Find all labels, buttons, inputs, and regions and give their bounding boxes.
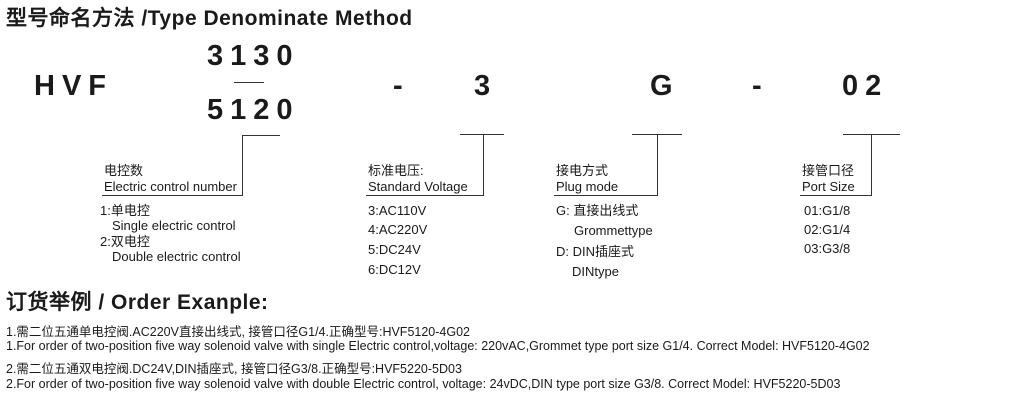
control-option-desc: Double electric control: [112, 249, 241, 264]
page-title: 型号命名方法 /Type Denominate Method: [6, 7, 413, 30]
connector-line: [554, 195, 658, 196]
connector-line: [242, 135, 280, 136]
port-option: 02:G1/4: [804, 222, 851, 237]
voltage-title-cn: 标准电压:: [368, 163, 424, 178]
port-code: 02: [842, 70, 889, 102]
voltage-option: 6:DC12V: [368, 262, 421, 277]
voltage-title-en: Standard Voltage: [368, 179, 468, 194]
connector-line: [102, 195, 243, 196]
voltage-code: 3: [474, 70, 498, 102]
model-prefix: HVF: [34, 70, 113, 102]
separator-dash: -: [752, 70, 769, 102]
control-option-desc: Single electric control: [112, 218, 236, 233]
plug-option: D: DIN插座式: [556, 244, 635, 259]
port-option: 01:G1/8: [804, 203, 851, 218]
plug-option: G: 直接出线式: [556, 203, 639, 218]
control-title-en: Electric control number: [104, 179, 237, 194]
series-code-bottom: 5120: [207, 94, 300, 126]
port-title-cn: 接管口径: [802, 163, 855, 178]
series-code-top: 3130: [207, 40, 300, 72]
plug-title-en: Plug mode: [556, 179, 619, 194]
plug-title-cn: 接电方式: [556, 163, 609, 178]
port-option: 03:G3/8: [804, 241, 851, 256]
connector-line: [871, 134, 872, 196]
connector-line: [800, 195, 872, 196]
control-option: 2:双电控: [100, 234, 150, 249]
connector-line: [242, 135, 243, 196]
plug-code: G: [650, 70, 680, 102]
connector-line: [483, 134, 484, 196]
order-title: 订货举例 / Order Exanple:: [6, 291, 269, 314]
voltage-option: 4:AC220V: [368, 222, 428, 237]
separator-dash: -: [393, 70, 410, 102]
port-title-en: Port Size: [802, 179, 855, 194]
connector-line: [460, 134, 504, 135]
connector-line: [657, 134, 658, 196]
order-line: 2.For order of two-position five way sol…: [6, 377, 841, 391]
voltage-option: 3:AC110V: [368, 203, 427, 218]
order-line: 2.需二位五通双电控阀.DC24V,DIN插座式, 接管口径G3/8.正确型号:…: [6, 362, 462, 376]
order-line: 1.需二位五通单电控阀.AC220V直接出线式, 接管口径G1/4.正确型号:H…: [6, 325, 470, 339]
plug-option-desc: Grommettype: [574, 223, 653, 238]
connector-line: [366, 195, 484, 196]
voltage-option: 5:DC24V: [368, 242, 421, 257]
plug-option-desc: DINtype: [572, 264, 619, 279]
control-option: 1:单电控: [100, 203, 150, 218]
fraction-line: [234, 82, 264, 83]
control-title-cn: 电控数: [104, 163, 144, 178]
order-line: 1.For order of two-position five way sol…: [6, 339, 870, 353]
